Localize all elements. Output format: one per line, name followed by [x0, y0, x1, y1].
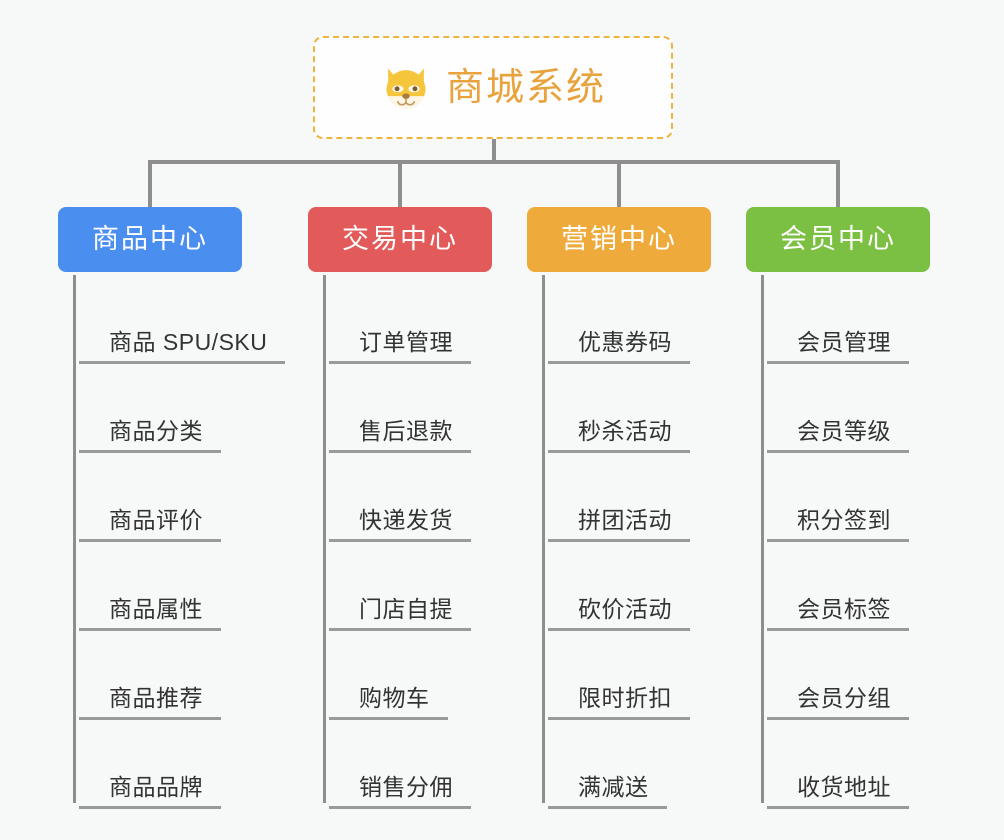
list-item-label: 会员等级 — [797, 417, 891, 444]
list-item[interactable]: 砍价活动 — [548, 542, 690, 631]
list-item[interactable]: 订单管理 — [329, 275, 471, 364]
root-title: 商城系统 — [445, 66, 606, 109]
column-header-label: 商品中心 — [92, 224, 208, 254]
connector-drop-product-center — [148, 160, 152, 207]
column-marketing-center: 营销中心 优惠券码 秒杀活动 拼团活动 砍价活动 限时折扣 满减送 — [527, 207, 711, 809]
list-item[interactable]: 快递发货 — [329, 453, 471, 542]
column-header-label: 交易中心 — [342, 224, 458, 254]
list-item-label: 秒杀活动 — [578, 417, 672, 444]
list-item-label: 商品评价 — [109, 506, 203, 533]
list-item-label: 砍价活动 — [578, 595, 672, 622]
column-items-trade-center: 订单管理 售后退款 快递发货 门店自提 购物车 销售分佣 — [323, 275, 492, 809]
list-item-label: 商品品牌 — [109, 773, 203, 800]
root-node-mall-system[interactable]: 商城系统 — [313, 36, 673, 139]
list-item[interactable]: 商品分类 — [79, 364, 221, 453]
connector-root-stem — [492, 139, 496, 163]
column-items-product-center: 商品 SPU/SKU 商品分类 商品评价 商品属性 商品推荐 商品品牌 — [73, 275, 286, 809]
column-items-marketing-center: 优惠券码 秒杀活动 拼团活动 砍价活动 限时折扣 满减送 — [542, 275, 711, 809]
shiba-dog-emoji — [380, 62, 432, 114]
column-member-center: 会员中心 会员管理 会员等级 积分签到 会员标签 会员分组 收货地址 — [746, 207, 930, 809]
connector-horizontal-bus — [150, 160, 840, 164]
list-item-label: 售后退款 — [359, 417, 453, 444]
list-item-label: 限时折扣 — [578, 684, 672, 711]
column-header-label: 营销中心 — [561, 224, 677, 254]
list-item-label: 商品分类 — [109, 417, 203, 444]
list-item-label: 会员标签 — [797, 595, 891, 622]
list-item[interactable]: 优惠券码 — [548, 275, 690, 364]
list-item[interactable]: 商品品牌 — [79, 720, 221, 809]
column-header-trade-center[interactable]: 交易中心 — [308, 207, 492, 272]
list-item[interactable]: 会员分组 — [767, 631, 909, 720]
connector-drop-marketing-center — [617, 160, 621, 207]
list-item[interactable]: 售后退款 — [329, 364, 471, 453]
list-item-label: 商品推荐 — [109, 684, 203, 711]
list-item-label: 门店自提 — [359, 595, 453, 622]
list-item-label: 拼团活动 — [578, 506, 672, 533]
list-item-label: 购物车 — [359, 684, 430, 711]
list-item-label: 优惠券码 — [578, 328, 672, 355]
list-item[interactable]: 销售分佣 — [329, 720, 471, 809]
column-header-label: 会员中心 — [780, 224, 896, 254]
list-item[interactable]: 会员标签 — [767, 542, 909, 631]
list-item-label: 商品属性 — [109, 595, 203, 622]
list-item[interactable]: 会员等级 — [767, 364, 909, 453]
column-trade-center: 交易中心 订单管理 售后退款 快递发货 门店自提 购物车 销售分佣 — [308, 207, 492, 809]
list-item-label: 满减送 — [578, 773, 649, 800]
list-item[interactable]: 购物车 — [329, 631, 448, 720]
list-item[interactable]: 商品 SPU/SKU — [79, 275, 286, 364]
column-header-product-center[interactable]: 商品中心 — [58, 207, 242, 272]
list-item[interactable]: 秒杀活动 — [548, 364, 690, 453]
list-item-label: 快递发货 — [359, 506, 453, 533]
list-item-label: 订单管理 — [359, 328, 453, 355]
column-product-center: 商品中心 商品 SPU/SKU 商品分类 商品评价 商品属性 商品推荐 商品品牌 — [58, 207, 286, 809]
column-header-member-center[interactable]: 会员中心 — [746, 207, 930, 272]
column-header-marketing-center[interactable]: 营销中心 — [527, 207, 711, 272]
list-item[interactable]: 限时折扣 — [548, 631, 690, 720]
list-item[interactable]: 积分签到 — [767, 453, 909, 542]
list-item[interactable]: 商品属性 — [79, 542, 221, 631]
list-item[interactable]: 满减送 — [548, 720, 667, 809]
list-item-label: 收货地址 — [797, 773, 891, 800]
connector-drop-trade-center — [398, 160, 402, 207]
list-item[interactable]: 商品推荐 — [79, 631, 221, 720]
list-item[interactable]: 商品评价 — [79, 453, 221, 542]
list-item-label: 会员管理 — [797, 328, 891, 355]
list-item-label: 商品 SPU/SKU — [109, 328, 268, 355]
list-item-label: 会员分组 — [797, 684, 891, 711]
list-item-label: 销售分佣 — [359, 773, 453, 800]
list-item[interactable]: 会员管理 — [767, 275, 909, 364]
column-items-member-center: 会员管理 会员等级 积分签到 会员标签 会员分组 收货地址 — [761, 275, 930, 809]
list-item[interactable]: 门店自提 — [329, 542, 471, 631]
list-item-label: 积分签到 — [797, 506, 891, 533]
connector-drop-member-center — [836, 160, 840, 207]
list-item[interactable]: 拼团活动 — [548, 453, 690, 542]
list-item[interactable]: 收货地址 — [767, 720, 909, 809]
